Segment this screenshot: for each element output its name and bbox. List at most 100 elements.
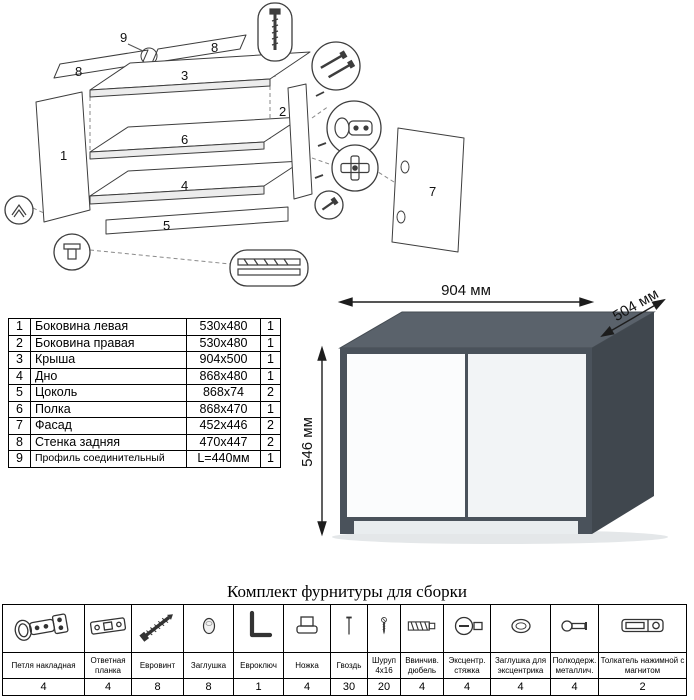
euro-screws-icon xyxy=(320,50,356,79)
part-name: Фасад xyxy=(30,417,187,435)
part-size: 530x480 xyxy=(186,334,261,352)
part-qty: 1 xyxy=(260,400,281,418)
hardware-icon-cell xyxy=(490,604,551,653)
part-label-9: 9 xyxy=(120,30,127,45)
hardware-qty: 4 xyxy=(283,678,331,696)
parts-row: 1 Боковина левая 530x480 1 xyxy=(8,318,281,336)
hardware-qty: 4 xyxy=(84,678,132,696)
push-opener-icon xyxy=(620,618,664,633)
hardware-qty: 4 xyxy=(490,678,551,696)
cabinet-plinth xyxy=(354,521,578,534)
loose-screws xyxy=(314,91,327,179)
hardware-qty: 4 xyxy=(550,678,599,696)
hardware-qty-row: 4 4 8 8 1 4 30 20 4 4 4 4 2 xyxy=(2,678,687,696)
screw-dowel-icon xyxy=(407,621,436,631)
confirmat-screw-icon xyxy=(138,614,173,642)
hardware-icon-cell xyxy=(183,604,234,653)
parts-row: 2 Боковина правая 530x480 1 xyxy=(8,334,281,352)
parts-row: 9 Профиль соединительный L=440мм 1 xyxy=(8,450,281,468)
part-number: 9 xyxy=(8,450,31,468)
plug-cap-icon xyxy=(202,617,215,635)
height-dimension-label: 546 мм xyxy=(300,417,316,467)
part-label-6: 6 xyxy=(181,132,188,147)
hardware-icon-cell xyxy=(283,604,331,653)
hardware-label: Ответная планка xyxy=(84,652,132,679)
hinge-icon xyxy=(14,613,69,641)
shelf-panel-edge xyxy=(89,141,265,160)
part-size: 868x470 xyxy=(186,400,261,418)
parts-row: 7 Фасад 452x446 2 xyxy=(8,417,281,435)
part-size: 452x446 xyxy=(186,417,261,435)
parts-row: 4 Дно 868x480 1 xyxy=(8,367,281,385)
leg-detail-icon xyxy=(63,243,81,260)
top-panel-edge xyxy=(89,78,271,98)
part-number: 8 xyxy=(8,433,31,451)
part-label-4: 4 xyxy=(181,178,188,193)
parts-row: 6 Полка 868x470 1 xyxy=(8,400,281,418)
hardware-label: Ввинчив. дюбель xyxy=(400,652,444,679)
nail-icon xyxy=(346,616,352,635)
screw-icon xyxy=(381,617,387,635)
hardware-icon-cell xyxy=(400,604,444,653)
hardware-qty: 20 xyxy=(367,678,401,696)
part-number: 7 xyxy=(8,417,31,435)
hardware-icon-row xyxy=(2,604,687,653)
hardware-label: Евровинт xyxy=(131,652,184,679)
hardware-icon-cell xyxy=(598,604,687,653)
hardware-qty: 2 xyxy=(598,678,687,696)
plinth-panel xyxy=(105,206,289,235)
foot-icon xyxy=(296,616,318,634)
hardware-label: Заглушка xyxy=(183,652,234,679)
arrowhead xyxy=(579,297,595,307)
hardware-label: Петля накладная xyxy=(2,652,85,679)
part-name: Крыша xyxy=(30,351,187,369)
arrowhead xyxy=(651,298,666,311)
hardware-qty: 8 xyxy=(183,678,234,696)
part-label-8b: 8 xyxy=(211,40,218,55)
hex-key-icon xyxy=(249,610,272,638)
hardware-qty: 4 xyxy=(400,678,444,696)
hinge-plate-icon xyxy=(340,155,370,181)
part-label-1: 1 xyxy=(60,148,67,163)
hardware-label: Эксцентр. стяжка xyxy=(443,652,491,679)
part-number: 3 xyxy=(8,351,31,369)
part-size: 868x480 xyxy=(186,367,261,385)
hardware-qty: 4 xyxy=(2,678,85,696)
callout-screws-circle xyxy=(311,41,361,91)
part-qty: 1 xyxy=(260,318,281,336)
hardware-qty: 4 xyxy=(443,678,491,696)
part-size: 868x74 xyxy=(186,384,261,402)
hinge-cup-mark xyxy=(400,160,410,174)
part-size: L=440мм xyxy=(186,450,261,468)
part-qty: 1 xyxy=(260,450,281,468)
part-qty: 1 xyxy=(260,367,281,385)
hardware-label: Евроключ xyxy=(233,652,284,679)
hardware-icon-cell xyxy=(131,604,184,653)
part-size: 470x447 xyxy=(186,433,261,451)
callout-connector-capsule xyxy=(229,249,309,287)
label-9-leader xyxy=(127,43,144,52)
part-name: Полка xyxy=(30,400,187,418)
connector-profile-icon xyxy=(237,258,301,276)
shelf-support-icon xyxy=(560,620,587,632)
small-screw-icon xyxy=(321,196,339,211)
hardware-qty: 8 xyxy=(131,678,184,696)
hinge-cup-mark xyxy=(396,210,406,224)
part-number: 6 xyxy=(8,400,31,418)
cam-cap-icon xyxy=(510,618,531,634)
back-panel-right xyxy=(151,34,247,64)
part-qty: 2 xyxy=(260,433,281,451)
part-label-2: 2 xyxy=(279,104,286,119)
right-side-panel xyxy=(287,83,313,200)
cam-lock-icon xyxy=(454,616,483,636)
hardware-label-row: Петля накладная Ответная планка Евровинт… xyxy=(2,652,687,679)
part-name: Боковина правая xyxy=(30,334,187,352)
hardware-qty: 30 xyxy=(330,678,368,696)
part-qty: 1 xyxy=(260,351,281,369)
parts-table: 1 Боковина левая 530x480 1 2 Боковина пр… xyxy=(8,318,281,468)
arrowhead xyxy=(337,297,353,307)
part-qty: 2 xyxy=(260,384,281,402)
part-size: 530x480 xyxy=(186,318,261,336)
callout-leg-circle xyxy=(53,233,91,271)
